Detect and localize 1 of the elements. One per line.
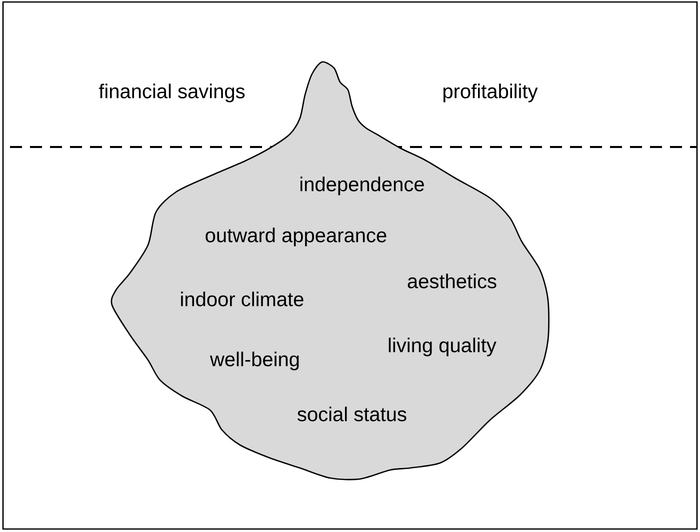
label: profitability xyxy=(444,84,538,102)
